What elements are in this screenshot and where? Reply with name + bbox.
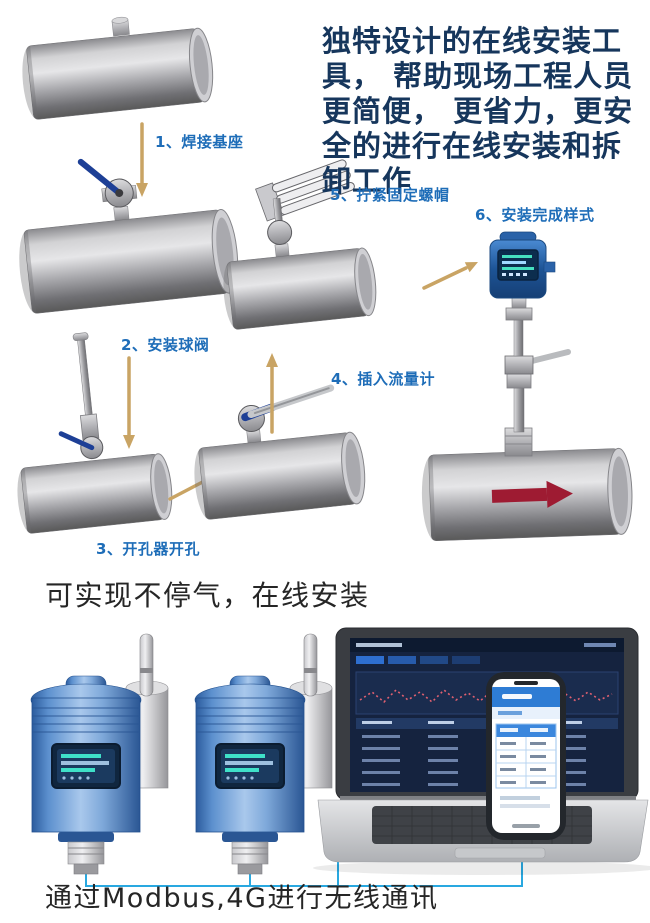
step5-tighten-nut-assembly <box>223 159 377 330</box>
arrow-step1 <box>136 122 148 197</box>
laptop-trackpad <box>454 847 546 859</box>
step6-completed-installation <box>421 231 633 542</box>
arrow-step5 <box>422 262 478 290</box>
step-label-3: 3、开孔器开孔 <box>96 540 200 558</box>
step1-welded-base-pipe <box>22 16 214 120</box>
communication-illustration <box>30 627 650 887</box>
phone <box>486 672 566 840</box>
step4-flow-meter-insert-pipe <box>194 384 366 520</box>
step-label-1: 1、焊接基座 <box>155 133 244 151</box>
intro-text: 独特设计的在线安装工 具， 帮助现场工程人员 更简便， 更省力，更安 全的进行在… <box>322 24 634 198</box>
laptop <box>313 627 650 875</box>
gas-detector-right <box>194 633 333 875</box>
installed-flow-meter <box>489 231 571 457</box>
step-label-2: 2、安装球阀 <box>121 336 210 354</box>
step-label-5: 5、拧紧固定螺帽 <box>330 186 450 204</box>
gas-detector-left <box>30 633 169 875</box>
connection-line <box>85 842 523 887</box>
step-label-4: 4、插入流量计 <box>331 370 435 388</box>
arrow-step4 <box>266 353 278 434</box>
caption-communication: 通过Modbus,4G进行无线通讯 <box>45 883 439 914</box>
arrow-step2 <box>123 356 135 449</box>
flow-direction-arrow <box>491 480 573 508</box>
phone-app-screen <box>492 687 560 828</box>
caption-online-install: 可实现不停气，在线安装 <box>45 579 370 612</box>
step-label-6: 6、安装完成样式 <box>475 206 595 224</box>
step3-hole-opener-pipe <box>17 332 173 534</box>
phone-notch <box>514 681 538 685</box>
step2-ball-valve-pipe <box>19 158 239 314</box>
